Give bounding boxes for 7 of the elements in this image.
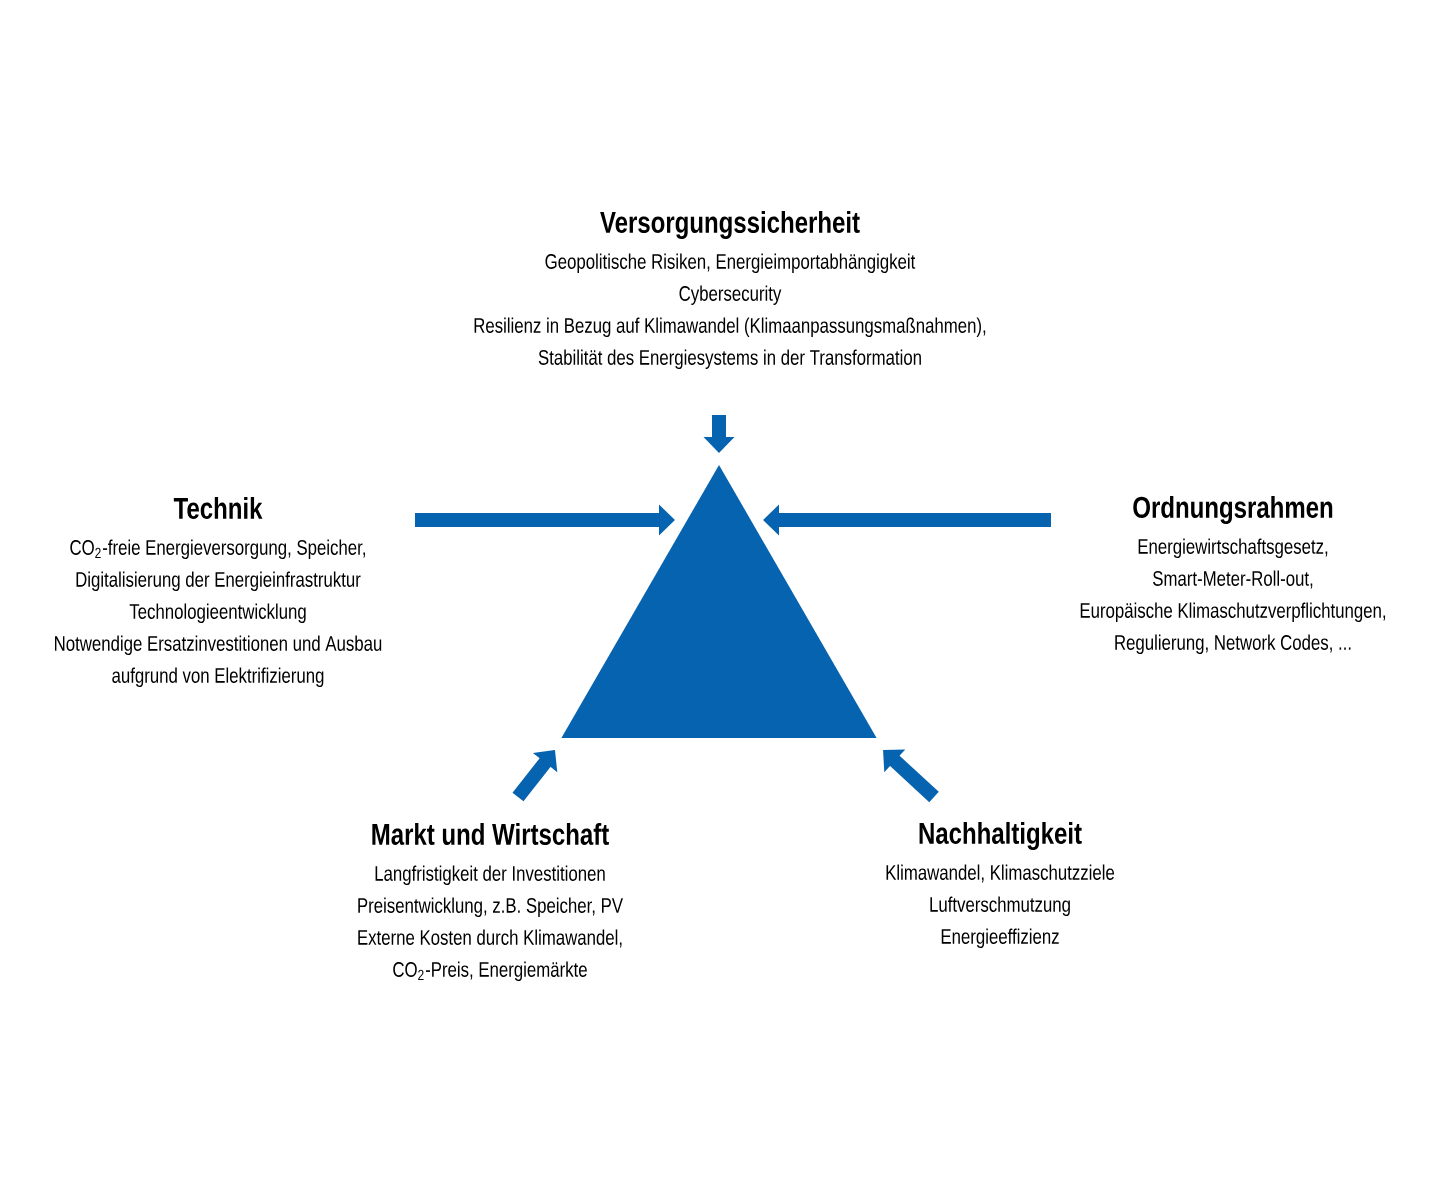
category-text: Versorgungssicherheit Geopolitische Risiken, Energieimportabhängigkeit Cybersecurity Resilienz in Bezug auf Klimawandel (Klimaanpassungsmaßnahmen), Stabilität des Energiesystems in der Transformation: [474, 210, 986, 370]
category-text: Nachhaltigkeit Klimawandel, Klimaschutzziele Luftverschmutzung Energieeffizienz: [886, 821, 1115, 949]
category-text: Ordnungsrahmen Energiewirtschaftsgesetz, Smart-Meter-Roll-out, Europäische Klimaschutzverpflichtungen, Regulierung, Network Codes, ...: [1080, 495, 1386, 655]
triangle-shape: [561, 465, 877, 738]
category-text: Technik CO$_{2}$-freie Energieversorgung, Speicher, Digitalisierung der Energieinfrastruktur Technologieentwicklung Notwendige Ersatzinvestitionen und Ausbau aufgrund von Elektrifizierung: [55, 496, 382, 688]
block-arrow: [883, 749, 939, 803]
category-text: Markt und Wirtschaft Langfristigkeit der Investitionen Preisentwicklung, z.B. Speicher, PV Externe Kosten durch Klimawandel, CO$_{2}$-Preis, Energiemärkte: [358, 822, 623, 982]
